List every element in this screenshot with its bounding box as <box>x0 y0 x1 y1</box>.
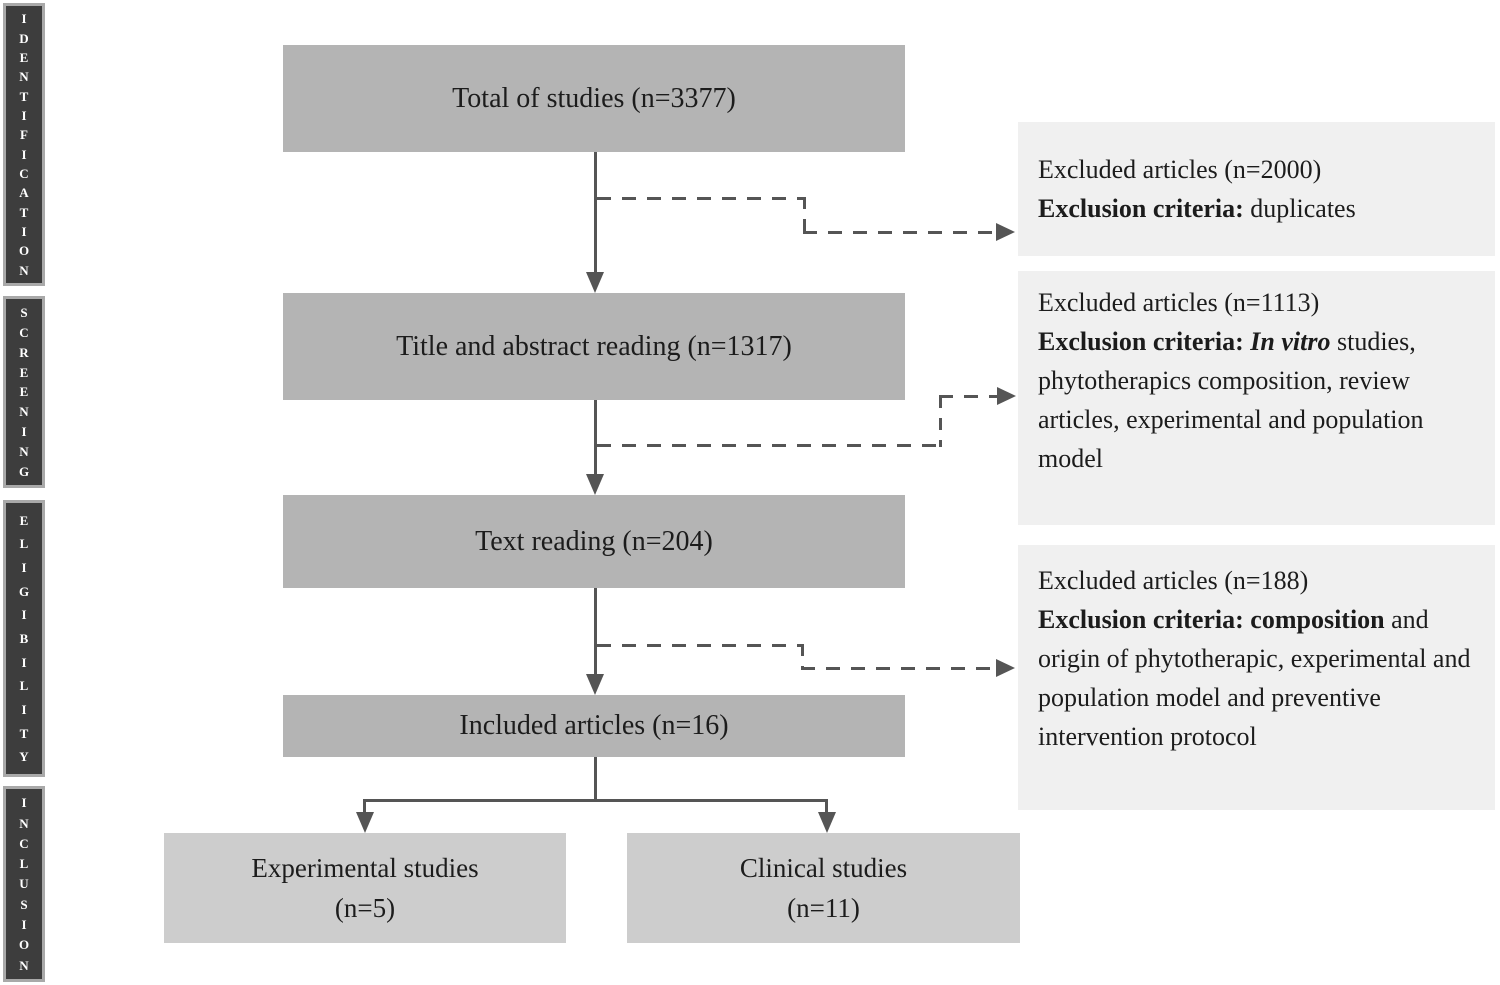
exclusion-1-title: Excluded articles (n=2000) <box>1038 155 1322 184</box>
exclusion-3-title: Excluded articles (n=188) <box>1038 566 1309 595</box>
outcome-box-experimental-studies: Experimental studies (n=5) <box>164 833 566 943</box>
dashed-connector-2-h1 <box>597 444 941 447</box>
exclusion-box-duplicates: Excluded articles (n=2000) Exclusion cri… <box>1018 122 1495 256</box>
arrow-line-title-to-text <box>594 400 597 475</box>
flow-box-included-articles: Included articles (n=16) <box>283 695 905 757</box>
exclusion-3-body: Excluded articles (n=188) Exclusion crit… <box>1038 561 1475 756</box>
arrowhead-to-exclusion-1 <box>996 223 1015 241</box>
dashed-connector-3-v <box>801 644 804 670</box>
arrow-line-text-to-included <box>594 588 597 675</box>
exclusion-1-criteria: Exclusion criteria: duplicates <box>1038 189 1475 228</box>
dashed-connector-1-h2 <box>803 231 996 234</box>
exclusion-box-eligibility: Excluded articles (n=188) Exclusion crit… <box>1018 545 1495 810</box>
split-stem-line <box>594 757 597 802</box>
exclusion-3-criteria-label: Exclusion criteria: composition <box>1038 605 1385 634</box>
outcome-experimental-line2: (n=5) <box>334 893 396 923</box>
arrow-line-total-to-title <box>594 152 597 273</box>
dashed-connector-1-v <box>803 197 806 234</box>
split-right-line <box>825 799 828 813</box>
exclusion-2-criteria-label: Exclusion criteria: <box>1038 327 1244 356</box>
exclusion-2-criteria-italic: In vitro <box>1250 327 1331 356</box>
dashed-connector-2-v <box>939 396 942 447</box>
exclusion-3-criteria-text: and origin of phytotherapic, experimenta… <box>1038 605 1471 751</box>
arrowhead-to-exclusion-2 <box>997 387 1016 405</box>
flow-box-total-studies: Total of studies (n=3377) <box>283 45 905 152</box>
exclusion-2-criteria-text: studies, phytotherapics composition, rev… <box>1038 327 1424 473</box>
dashed-connector-3-h1 <box>597 644 803 647</box>
exclusion-box-screening: Excluded articles (n=1113) Exclusion cri… <box>1018 271 1495 525</box>
flow-box-total-studies-label: Total of studies (n=3377) <box>452 82 736 114</box>
arrowhead-total-to-title <box>586 272 604 293</box>
dashed-connector-2-h2 <box>939 395 997 398</box>
exclusion-1-criteria-label: Exclusion criteria: <box>1038 194 1244 223</box>
outcome-clinical-line1: Clinical studies <box>739 853 908 883</box>
arrowhead-to-experimental <box>356 812 374 833</box>
exclusion-1-criteria-text: duplicates <box>1250 194 1356 223</box>
flow-box-text-reading-label: Text reading (n=204) <box>475 525 713 557</box>
flow-box-text-reading: Text reading (n=204) <box>283 495 905 588</box>
arrowhead-to-exclusion-3 <box>996 659 1015 677</box>
split-horizontal-line <box>363 799 827 802</box>
arrowhead-text-to-included <box>586 674 604 695</box>
exclusion-2-body: Excluded articles (n=1113) Exclusion cri… <box>1038 283 1475 478</box>
arrowhead-to-clinical <box>818 812 836 833</box>
flow-box-title-abstract-reading: Title and abstract reading (n=1317) <box>283 293 905 400</box>
exclusion-2-title: Excluded articles (n=1113) <box>1038 288 1320 317</box>
dashed-connector-1-h1 <box>597 197 805 200</box>
flow-box-title-abstract-reading-label: Title and abstract reading (n=1317) <box>396 330 792 362</box>
split-left-line <box>363 799 366 813</box>
outcome-box-clinical-studies: Clinical studies (n=11) <box>627 833 1020 943</box>
outcome-experimental-line1: Experimental studies <box>251 853 479 883</box>
outcome-clinical-line2: (n=11) <box>787 893 860 923</box>
dashed-connector-3-h2 <box>801 667 996 670</box>
flow-box-included-articles-label: Included articles (n=16) <box>459 710 729 741</box>
arrowhead-title-to-text <box>586 474 604 495</box>
